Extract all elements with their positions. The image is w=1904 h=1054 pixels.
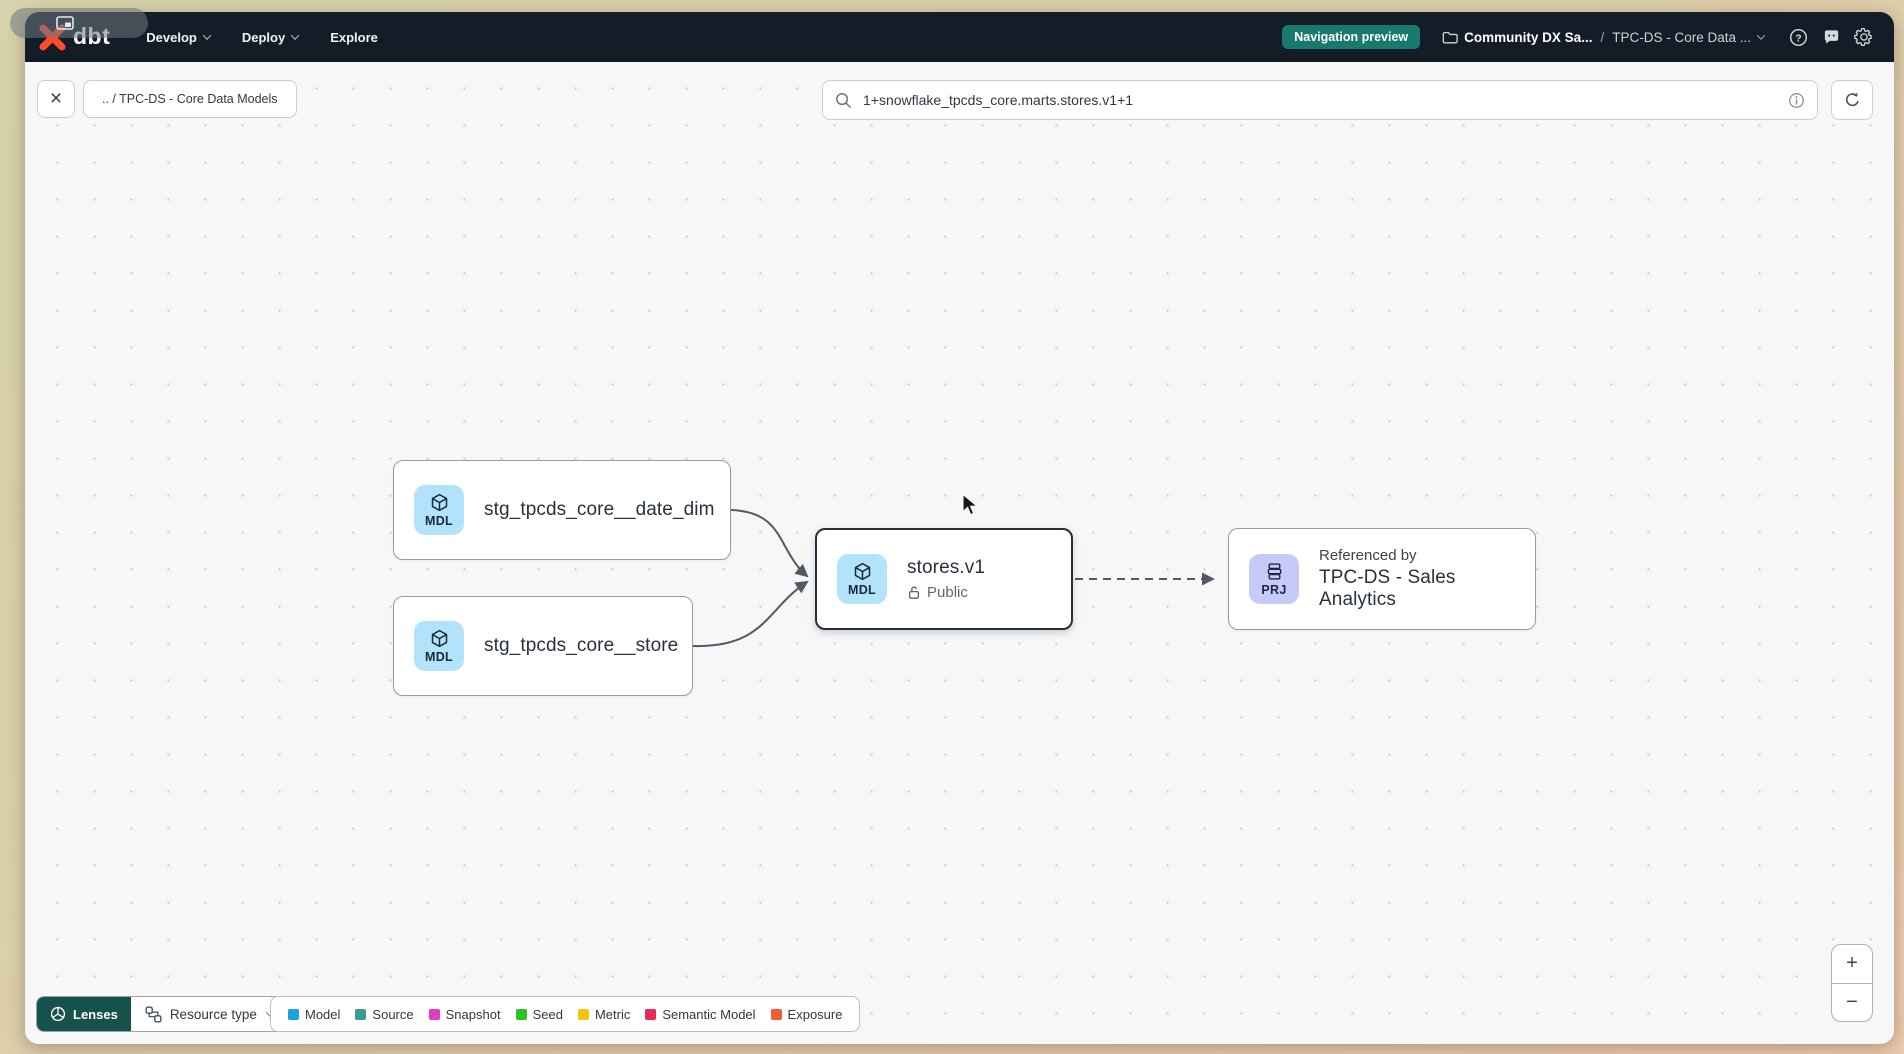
- node-subtitle: Referenced by: [1319, 547, 1417, 564]
- chevron-down-icon: [1756, 31, 1766, 40]
- legend-item-exposure: Exposure: [770, 1007, 842, 1022]
- model-badge: MDL: [414, 621, 464, 671]
- cube-icon: [852, 561, 873, 582]
- refresh-lineage-button[interactable]: [1831, 80, 1873, 120]
- lenses-button[interactable]: Lenses: [37, 997, 131, 1031]
- breadcrumb-context-selector[interactable]: TPC-DS - Core Data ...: [1612, 30, 1766, 45]
- cube-icon: [429, 628, 450, 649]
- navigation-preview-badge[interactable]: Navigation preview: [1282, 25, 1421, 49]
- lens-icon: [50, 1006, 66, 1022]
- snapshot-swatch: [428, 1008, 440, 1020]
- unlock-icon: [907, 585, 921, 600]
- legend-item-source: Source: [355, 1007, 414, 1022]
- legend-item-model: Model: [288, 1007, 340, 1022]
- zoom-out-button[interactable]: −: [1846, 990, 1858, 1013]
- stack-icon: [1264, 561, 1285, 582]
- legend-item-semantic-model: Semantic Model: [645, 1007, 756, 1022]
- lineage-selector-input[interactable]: [861, 91, 1779, 109]
- picture-in-picture-button[interactable]: [10, 8, 148, 38]
- settings-gear-icon[interactable]: [1854, 27, 1874, 47]
- chevron-down-icon: [202, 31, 212, 40]
- resource-type-icon: [145, 1006, 162, 1023]
- lineage-canvas[interactable]: × .. / TPC-DS - Core Data Models: [25, 62, 1894, 1044]
- menu-explore[interactable]: Explore: [330, 29, 378, 45]
- app-window: dbt Develop Deploy Explore Navigation pr…: [25, 12, 1894, 1044]
- lens-controls: Lenses Resource type: [36, 996, 288, 1032]
- top-navbar: dbt Develop Deploy Explore Navigation pr…: [25, 12, 1894, 62]
- zoom-in-button[interactable]: +: [1832, 945, 1872, 984]
- navbar-icon-group: ?: [1788, 27, 1874, 47]
- chevron-down-icon: [290, 31, 300, 40]
- refresh-icon: [1843, 91, 1862, 110]
- breadcrumb-project[interactable]: Community DX Sa...: [1442, 30, 1592, 45]
- legend-item-seed: Seed: [515, 1007, 563, 1022]
- model-badge: MDL: [414, 485, 464, 535]
- model-badge: MDL: [837, 554, 887, 604]
- metric-swatch: [577, 1008, 589, 1020]
- folder-icon: [1442, 30, 1458, 44]
- mouse-cursor: [961, 493, 980, 518]
- seed-swatch: [515, 1008, 527, 1020]
- node-label: stores.v1: [907, 557, 985, 578]
- main-menu: Develop Deploy Explore: [146, 30, 378, 45]
- window-icon: [56, 16, 74, 30]
- model-swatch: [288, 1008, 299, 1020]
- lineage-search-box: [822, 80, 1818, 120]
- source-swatch: [355, 1008, 367, 1020]
- lineage-node-stg-tpcds-core-store[interactable]: MDL stg_tpcds_core__store: [393, 596, 693, 696]
- access-level: Public: [907, 584, 985, 601]
- semantic-model-swatch: [645, 1008, 657, 1020]
- help-icon[interactable]: ?: [1788, 27, 1808, 47]
- node-label: TPC-DS - Sales Analytics: [1319, 567, 1456, 610]
- feedback-icon[interactable]: [1821, 27, 1841, 47]
- resource-type-dropdown[interactable]: Resource type: [131, 997, 287, 1031]
- node-label: stg_tpcds_core__date_dim: [484, 499, 715, 520]
- breadcrumb: Community DX Sa... / TPC-DS - Core Data …: [1442, 29, 1766, 45]
- project-badge: PRJ: [1249, 554, 1299, 604]
- close-lineage-button[interactable]: ×: [37, 80, 75, 118]
- lineage-node-stg-tpcds-core-date-dim[interactable]: MDL stg_tpcds_core__date_dim: [393, 460, 731, 560]
- info-icon[interactable]: [1788, 92, 1805, 109]
- legend-item-snapshot: Snapshot: [428, 1007, 501, 1022]
- lineage-node-stores-v1-selected[interactable]: MDL stores.v1 Public: [815, 528, 1073, 630]
- breadcrumb-separator: /: [1600, 29, 1605, 45]
- search-icon: [835, 92, 852, 109]
- menu-develop[interactable]: Develop: [146, 30, 212, 45]
- resource-type-legend: Model Source Snapshot Seed Metric Semant…: [270, 996, 861, 1032]
- close-icon: ×: [49, 87, 63, 110]
- canvas-zoom-controls: + −: [1831, 944, 1873, 1022]
- svg-text:?: ?: [1795, 33, 1801, 44]
- navbar-right: Navigation preview Community DX Sa... / …: [1282, 25, 1874, 49]
- legend-item-metric: Metric: [577, 1007, 630, 1022]
- cube-icon: [429, 492, 450, 513]
- menu-deploy[interactable]: Deploy: [242, 30, 300, 45]
- lineage-node-referenced-by-sales-analytics[interactable]: PRJ Referenced by TPC-DS - Sales Analyti…: [1228, 528, 1536, 630]
- node-label: stg_tpcds_core__store: [484, 635, 679, 656]
- exposure-swatch: [770, 1008, 782, 1020]
- lineage-path-chip[interactable]: .. / TPC-DS - Core Data Models: [83, 80, 297, 118]
